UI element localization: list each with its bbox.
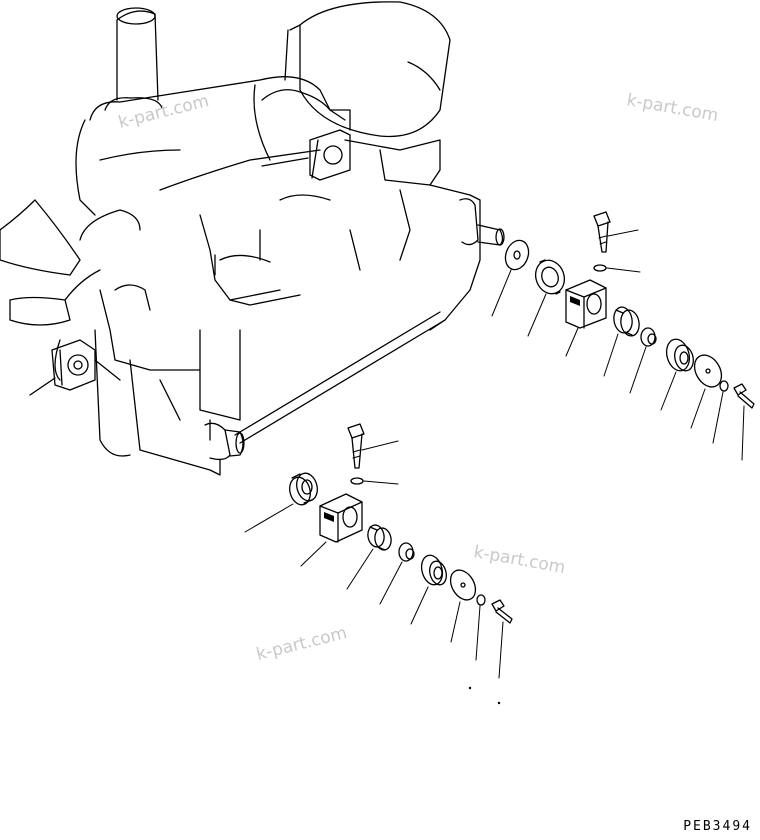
bolt-small-upper [733,383,755,409]
watermarks: k-part.com k-part.com k-part.com k-part.… [116,90,719,665]
watermark-top-right: k-part.com [625,90,720,126]
watermark-bottom-left: k-part.com [254,623,349,665]
cushion-lower [289,472,318,506]
cushion-upper [534,259,566,295]
washer-small-upper [719,380,729,392]
engine-assembly [0,1,505,476]
figure-code: PEB3494 [683,819,752,834]
watermark-middle: k-part.com [472,542,567,578]
plate-upper [693,354,723,388]
bolt-lower [347,423,365,469]
plate-lower [449,569,477,601]
collar-lower [367,524,392,551]
washer-small-lower [476,594,486,606]
flat-washer-upper [504,239,530,271]
bolt-small-lower [491,599,513,624]
spacer-upper [640,327,657,347]
cushion-rear-lower [420,554,447,586]
clamp-block-upper [565,279,607,329]
washer-lower [350,477,364,485]
upper-right-mount-parts [491,211,755,461]
collar-upper [613,306,640,337]
bolt-upper [593,211,611,253]
cushion-rear-upper [665,338,694,372]
spacer-lower [398,542,415,562]
washer-upper [593,264,607,272]
lower-mount-parts [244,423,513,705]
clamp-block-lower [319,493,363,543]
